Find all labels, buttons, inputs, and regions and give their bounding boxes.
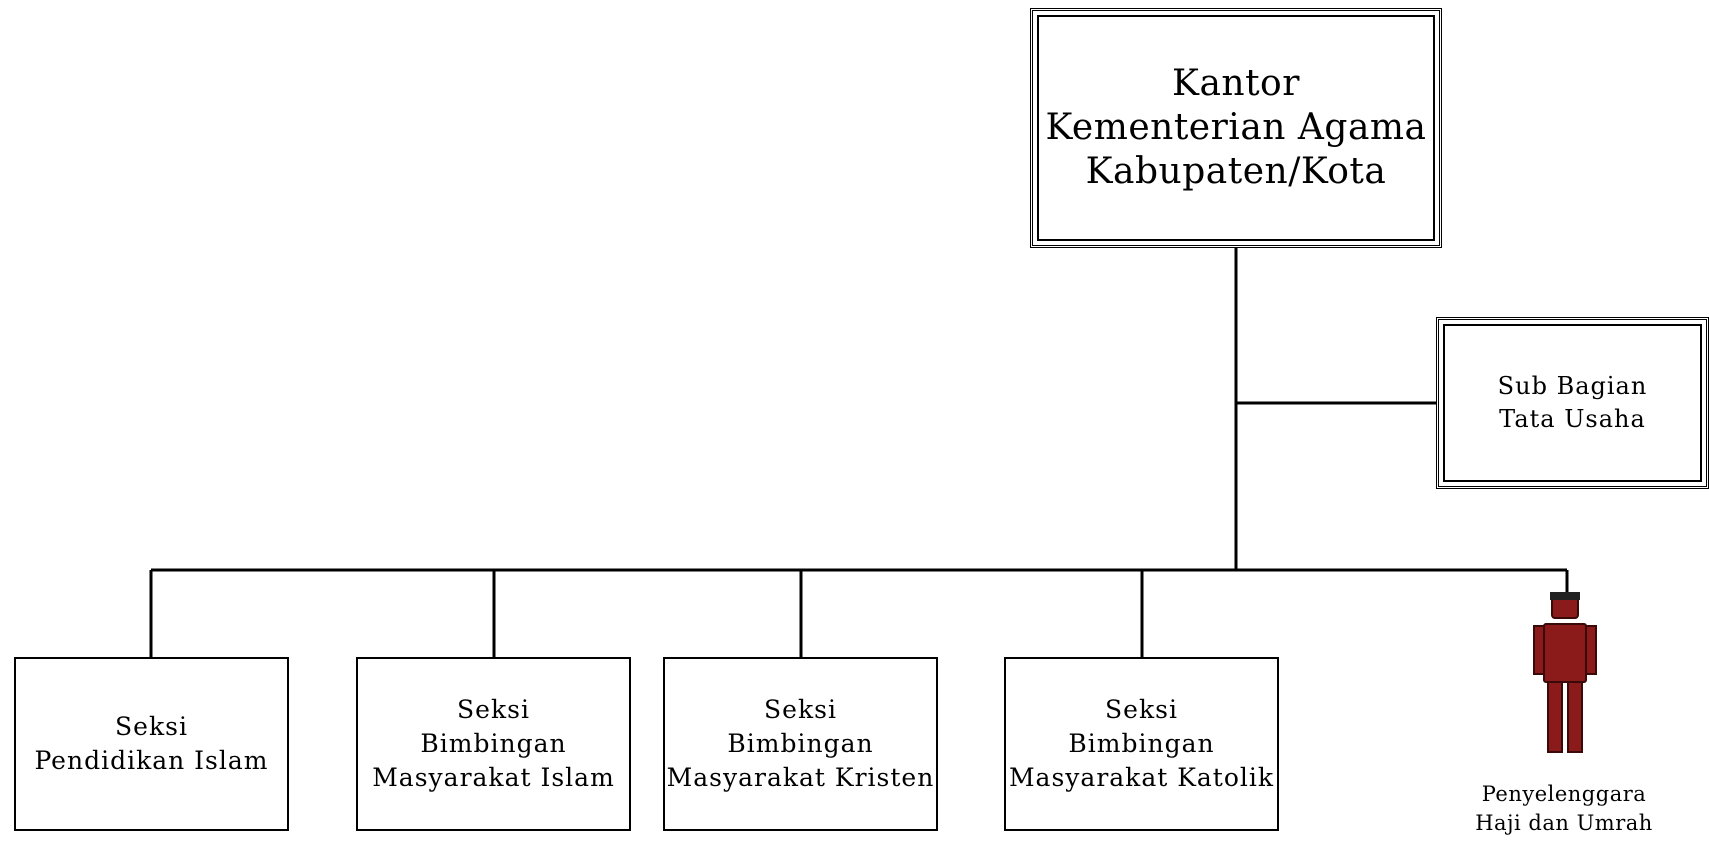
section-4-line-1: Seksi [1105,695,1178,724]
person-collar [1550,592,1580,600]
person-torso [1543,623,1587,683]
section-1-line-1: Seksi [115,712,188,741]
head-office-line-2: Kementerian Agama [1045,107,1427,148]
section-3-line-3: Masyarakat Kristen [666,763,935,792]
section-box-bimas-kristen: Seksi Bimbingan Masyarakat Kristen [663,657,938,831]
haji-umrah-label: Penyelenggara Haji dan Umrah [1454,780,1674,838]
section-box-bimas-katolik: Seksi Bimbingan Masyarakat Katolik [1004,657,1279,831]
admin-subdivision-line-1: Sub Bagian [1497,372,1648,400]
admin-subdivision-box: Sub Bagian Tata Usaha [1436,317,1709,489]
section-4-line-2: Bimbingan [1068,729,1215,758]
haji-line-1: Penyelenggara [1481,782,1647,806]
section-box-bimas-islam: Seksi Bimbingan Masyarakat Islam [356,657,631,831]
section-2-line-3: Masyarakat Islam [372,763,615,792]
section-3-line-2: Bimbingan [727,729,874,758]
section-3-line-1: Seksi [764,695,837,724]
section-4-line-3: Masyarakat Katolik [1008,763,1275,792]
person-icon [1533,592,1597,753]
head-office-label: Kantor Kementerian Agama Kabupaten/Kota [1037,15,1435,241]
person-left-arm [1533,625,1545,675]
haji-line-2: Haji dan Umrah [1475,811,1653,835]
section-2-line-2: Bimbingan [420,729,567,758]
person-right-leg [1567,681,1583,753]
person-left-leg [1547,681,1563,753]
head-office-box: Kantor Kementerian Agama Kabupaten/Kota [1030,8,1442,248]
section-1-line-2: Pendidikan Islam [34,746,269,775]
admin-subdivision-line-2: Tata Usaha [1499,405,1646,433]
admin-subdivision-label: Sub Bagian Tata Usaha [1443,324,1702,482]
section-box-pendidikan-islam: Seksi Pendidikan Islam [14,657,289,831]
head-office-line-3: Kabupaten/Kota [1085,151,1387,192]
person-right-arm [1585,625,1597,675]
head-office-line-1: Kantor [1172,63,1300,104]
section-2-line-1: Seksi [457,695,530,724]
